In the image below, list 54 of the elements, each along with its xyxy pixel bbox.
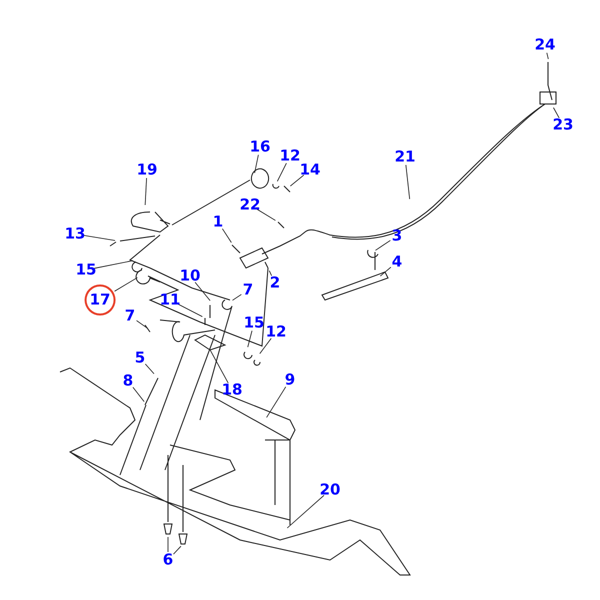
leader-line bbox=[256, 208, 276, 221]
leader-line bbox=[222, 228, 232, 243]
callout-number: 4 bbox=[392, 254, 402, 270]
callout-number: 10 bbox=[180, 268, 200, 284]
callout-number: 17 bbox=[84, 284, 116, 316]
leader-line bbox=[194, 282, 210, 302]
callout-number: 16 bbox=[250, 138, 270, 156]
callout-number: 20 bbox=[320, 482, 340, 498]
leader-line bbox=[266, 386, 286, 418]
callout-number: 5 bbox=[134, 350, 146, 366]
callout-number: 15 bbox=[244, 314, 264, 332]
leader-line bbox=[546, 52, 549, 60]
callout-number: 11 bbox=[160, 292, 180, 308]
leader-line bbox=[144, 178, 147, 206]
callout-number: 21 bbox=[394, 148, 416, 166]
leader-line bbox=[405, 164, 410, 200]
leader-line bbox=[209, 348, 229, 384]
leader-line bbox=[553, 107, 560, 118]
callout-number: 13 bbox=[64, 226, 86, 242]
leader-line bbox=[93, 260, 134, 269]
leader-line bbox=[380, 266, 392, 276]
callout-number: 9 bbox=[284, 372, 296, 388]
leader-line bbox=[375, 240, 391, 251]
callout-number: 18 bbox=[222, 382, 242, 398]
leader-line bbox=[247, 330, 252, 348]
callout-number: 23 bbox=[552, 116, 574, 134]
callout-number: 2 bbox=[270, 274, 280, 292]
callout-number: 8 bbox=[122, 372, 134, 390]
callout-number: 1 bbox=[212, 214, 224, 230]
callout-number: 12 bbox=[266, 324, 286, 340]
callout-number: 7 bbox=[242, 282, 254, 298]
callout-number: 14 bbox=[300, 162, 320, 178]
callout-number: 6 bbox=[162, 552, 174, 568]
callout-number: 12 bbox=[280, 148, 300, 164]
callout-number: 7 bbox=[124, 308, 136, 324]
leader-line bbox=[268, 270, 272, 276]
callout-number: 19 bbox=[136, 162, 158, 178]
leader-line bbox=[114, 277, 138, 292]
leader-line bbox=[136, 320, 148, 329]
leader-line bbox=[290, 174, 304, 186]
leader-line bbox=[132, 386, 145, 402]
leader-line bbox=[276, 162, 287, 182]
callout-number: 22 bbox=[240, 196, 260, 214]
leader-line bbox=[232, 294, 242, 301]
leader-line bbox=[254, 154, 259, 174]
leader-line bbox=[176, 303, 203, 318]
leader-line bbox=[82, 234, 116, 241]
leader-line bbox=[259, 338, 272, 354]
leader-line bbox=[286, 494, 324, 528]
callout-number: 3 bbox=[392, 228, 402, 244]
leader-line bbox=[144, 364, 154, 374]
callout-number: 15 bbox=[76, 262, 96, 278]
leader-line bbox=[173, 546, 182, 555]
callout-number: 24 bbox=[534, 36, 556, 54]
